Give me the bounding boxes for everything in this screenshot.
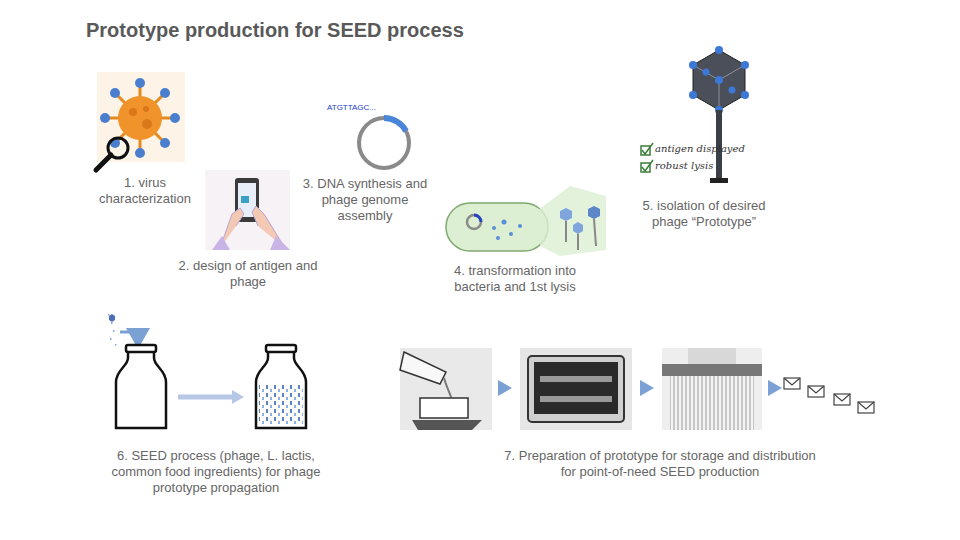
envelope-icons xyxy=(784,378,874,413)
step-caption: 7. Preparation of prototype for storage … xyxy=(495,448,825,480)
step-caption: 2. design of antigen and phage xyxy=(178,258,318,290)
step-caption: 5. isolation of desired phage “Prototype… xyxy=(628,198,780,230)
phone-design-icon xyxy=(205,170,290,250)
dna-sequence: ATGTTAGC... xyxy=(327,103,376,113)
checkbox-icons xyxy=(641,143,653,172)
step-caption: 4. transformation into bacteria and 1st … xyxy=(440,263,590,295)
phage-genome-circle xyxy=(359,118,409,168)
check-note: robust lysis xyxy=(655,160,713,172)
step-caption: 3. DNA synthesis and phage genome assemb… xyxy=(300,176,430,224)
seed-bottles xyxy=(108,314,306,428)
shredder-image xyxy=(662,348,762,430)
pouring-image xyxy=(400,348,492,430)
step-caption: 1. virus characterization xyxy=(85,175,205,207)
virus-icon xyxy=(96,72,185,170)
check-note: antigen displayed xyxy=(655,143,745,155)
bacterium-lysis-icon xyxy=(446,186,606,256)
phage-small xyxy=(560,206,600,250)
diagram-title: Prototype production for SEED process xyxy=(86,18,464,42)
step-caption: 6. SEED process (phage, L. lactis, commo… xyxy=(98,448,334,496)
oven-image xyxy=(520,348,632,430)
